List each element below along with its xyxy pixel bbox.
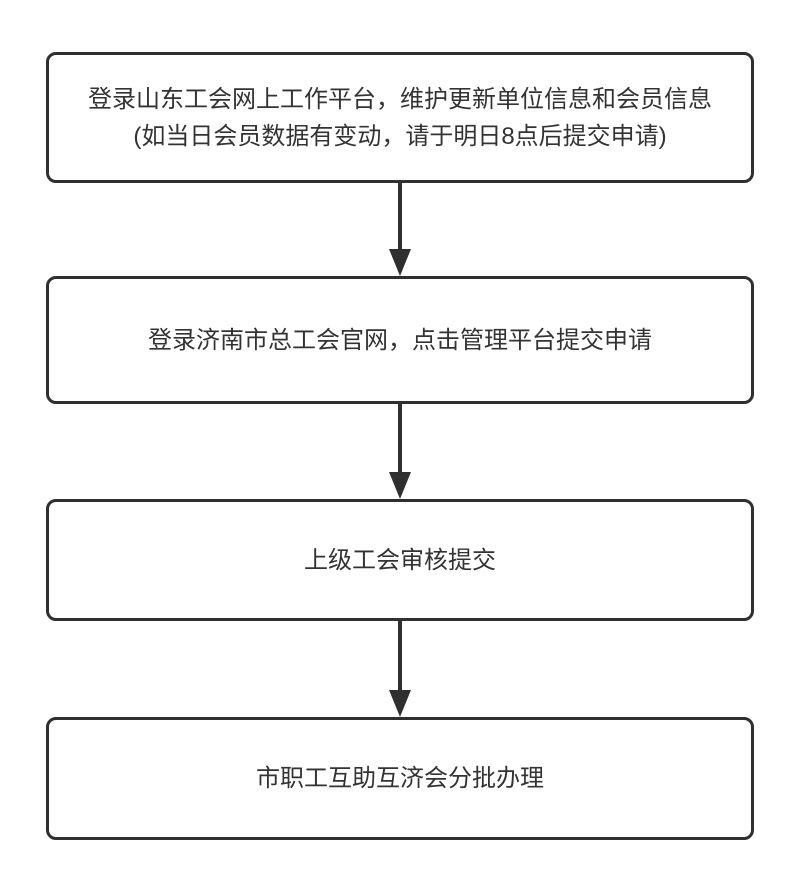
flow-step-4-text: 市职工互助互济会分批办理 [256, 765, 544, 792]
arrow-line [398, 183, 402, 249]
flow-step-1-text-line-2: (如当日会员数据有变动，请于明日8点后提交申请) [133, 122, 667, 150]
arrow-connector-3 [388, 621, 412, 717]
flow-step-1-text-line-1: 登录山东工会网上工作平台，维护更新单位信息和会员信息 [88, 85, 712, 113]
flow-step-2-text: 登录济南市总工会官网，点击管理平台提交申请 [148, 326, 652, 354]
arrow-head-icon [389, 690, 411, 717]
arrow-line [398, 621, 402, 690]
flow-step-2: 登录济南市总工会官网，点击管理平台提交申请 [46, 276, 754, 404]
arrow-head-icon [389, 472, 411, 499]
arrow-head-icon [389, 249, 411, 276]
flow-step-1: 登录山东工会网上工作平台，维护更新单位信息和会员信息 (如当日会员数据有变动，请… [46, 52, 754, 183]
flowchart: 登录山东工会网上工作平台，维护更新单位信息和会员信息 (如当日会员数据有变动，请… [46, 0, 754, 840]
flow-step-4: 市职工互助互济会分批办理 [46, 717, 754, 840]
flow-step-3-text: 上级工会审核提交 [304, 546, 496, 574]
arrow-line [398, 404, 402, 472]
arrow-connector-1 [388, 183, 412, 276]
flow-step-3: 上级工会审核提交 [46, 499, 754, 621]
arrow-connector-2 [388, 404, 412, 499]
